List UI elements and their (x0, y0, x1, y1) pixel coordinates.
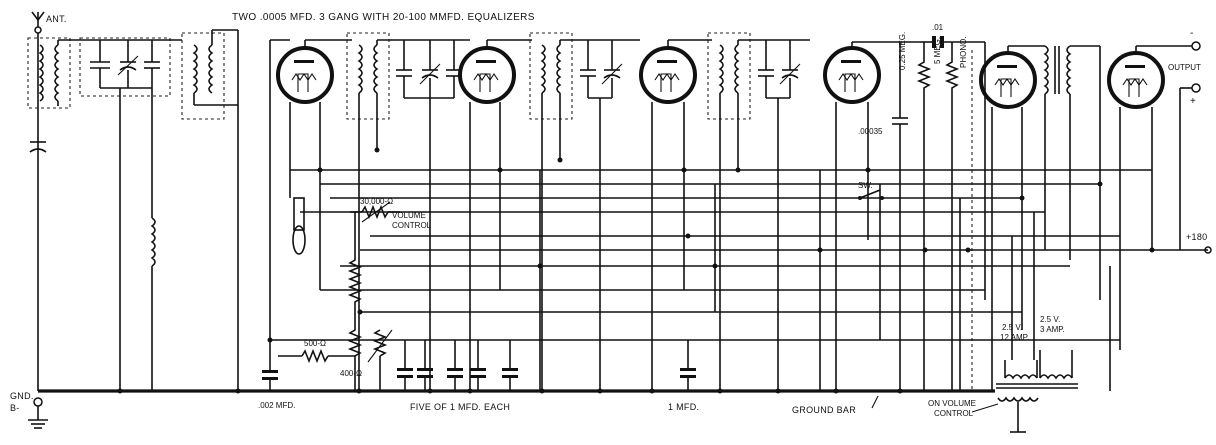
tube-5 (979, 51, 1037, 109)
plus-180-label: +180 (1186, 232, 1207, 242)
res-500-label: 500-Ω (304, 339, 326, 348)
output-minus-terminal (1191, 41, 1201, 51)
volume-control-resistor (350, 201, 400, 223)
tube-2 (458, 46, 516, 104)
rf-coil-5 (718, 44, 740, 94)
filament-2-5v-label-2: 2.5 V. (1040, 315, 1060, 324)
volume-control-label: CONTROL (392, 221, 432, 230)
on-volume-control-label: CONTROL (934, 409, 974, 418)
output-label: OUTPUT (1168, 63, 1201, 72)
bias-divider (347, 212, 363, 391)
phono-label: PHONO. (959, 36, 968, 68)
title-label: TWO .0005 MFD. 3 GANG WITH 20-100 MMFD. … (232, 12, 535, 23)
res-30000-label: 30,000-Ω (360, 197, 393, 206)
choke-coil (150, 217, 156, 267)
resistor-025-meg (916, 42, 932, 391)
rf-coil-3 (357, 44, 379, 94)
rf-coil-2 (192, 44, 214, 94)
tube-6-output (1107, 51, 1165, 109)
switch-label: SW. (858, 181, 873, 190)
shield-can-1 (27, 37, 71, 109)
cap-00035-label: .00035 (858, 127, 883, 136)
filament-transformer (996, 350, 1078, 433)
capacitor-1-mfd (680, 340, 696, 391)
cap-01-label: .01 (932, 23, 944, 32)
res-400-label: 400-Ω (340, 369, 362, 378)
tube-3 (639, 46, 697, 104)
resistor-5-meg (944, 42, 960, 391)
cap-1mfd-label: 1 MFD. (668, 402, 699, 412)
junction-dots (235, 147, 1155, 394)
antenna-capacitor (29, 141, 47, 153)
gang-condenser-1-box (79, 37, 171, 97)
shield-can-2 (181, 32, 225, 120)
audio-transformer (1043, 45, 1072, 95)
tuning-capacitor-4 (758, 40, 801, 99)
rf-coil-4 (540, 44, 562, 94)
gnd-label: GND. (10, 391, 34, 401)
tuning-capacitor-1 (90, 40, 160, 89)
five-caps-label: FIVE OF 1 MFD. EACH (410, 402, 510, 412)
bypass-capacitors (397, 340, 518, 391)
shield-can-3 (346, 32, 390, 120)
gnd-terminal (33, 397, 43, 407)
shield-can-4 (529, 32, 573, 120)
volume-label: VOLUME (392, 211, 426, 220)
tuning-capacitor-2 (396, 40, 462, 99)
antenna-symbol (31, 11, 45, 34)
cap-002-label: .002 MFD. (258, 401, 295, 410)
filament-12amp-label: 12 AMP. (1000, 333, 1029, 342)
tube-1 (276, 46, 334, 104)
resistor-500-ohm (278, 348, 355, 364)
capacitor-01 (920, 36, 968, 48)
ballast-resistor (293, 197, 305, 231)
switch (858, 189, 884, 200)
shield-can-5 (707, 32, 751, 120)
res-025meg-label: 0.25 MEG. (898, 32, 907, 70)
tuning-capacitor-3 (580, 40, 623, 99)
tube-4-detector (823, 46, 881, 104)
pilot-lamp (292, 225, 306, 255)
output-plus-terminal (1191, 83, 1201, 93)
b-minus-label: B- (10, 403, 20, 413)
ground-bar-label: GROUND BAR (792, 405, 856, 415)
output-plus-label: + (1190, 96, 1196, 107)
res-5meg-label: 5 MEG. (933, 37, 942, 64)
filament-2-5v-label-1: 2.5 V. (1002, 323, 1022, 332)
capacitor-00035 (892, 42, 908, 391)
on-volume-label: ON VOLUME (928, 399, 976, 408)
ant-label: ANT. (46, 14, 67, 24)
ground-symbol (28, 406, 48, 429)
filament-3amp-label: 3 AMP. (1040, 325, 1065, 334)
resistor-400-ohm (367, 329, 393, 391)
capacitor-002 (262, 340, 278, 391)
output-minus-label: - (1190, 28, 1194, 39)
antenna-coil (38, 44, 60, 102)
